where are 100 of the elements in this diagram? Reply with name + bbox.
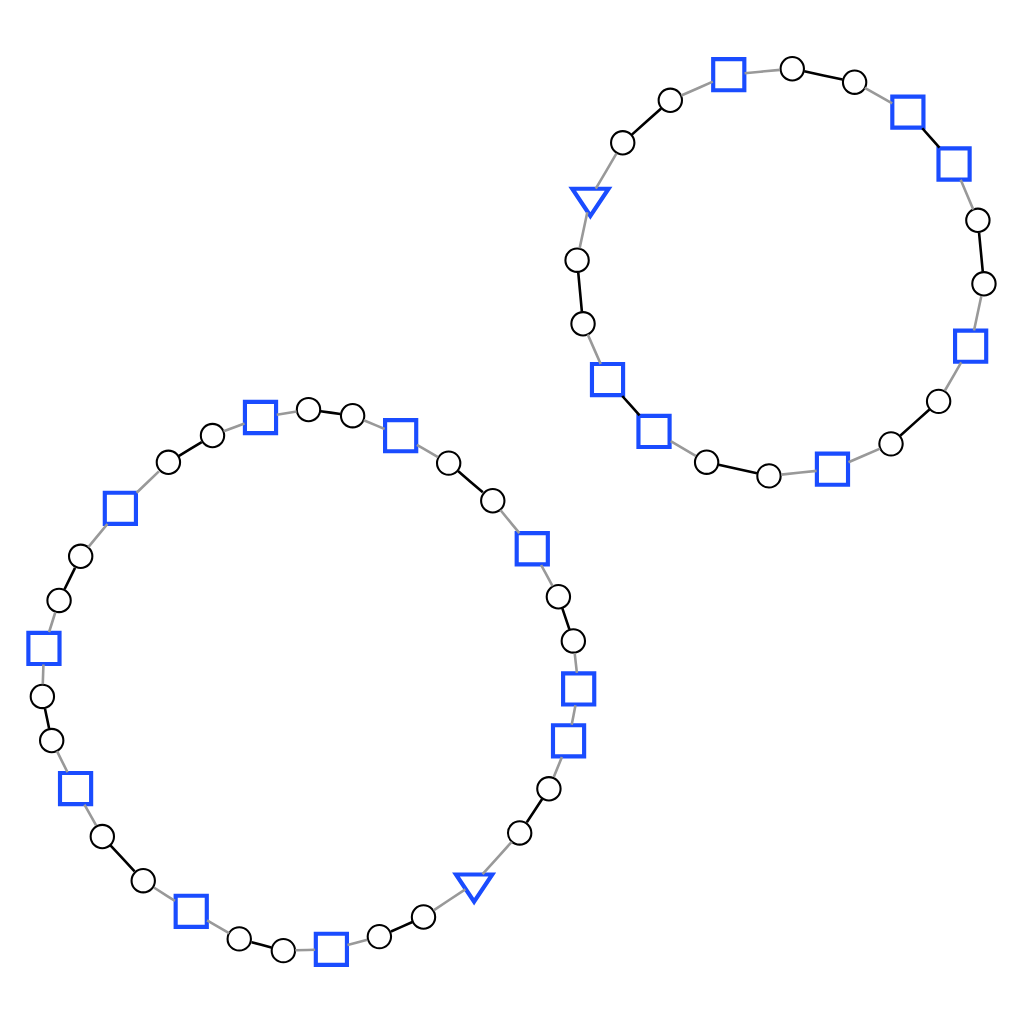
- node-circle: [66, 543, 93, 570]
- connector: [669, 440, 696, 457]
- connector: [717, 463, 757, 475]
- node-circle: [755, 463, 781, 489]
- connector: [620, 395, 640, 417]
- connector: [577, 212, 588, 249]
- connector: [42, 708, 50, 729]
- connector: [958, 179, 974, 210]
- node-circle: [129, 867, 155, 894]
- node-circle: [924, 388, 951, 415]
- connector: [898, 408, 930, 437]
- node-circle: [88, 823, 115, 850]
- node-circle: [535, 776, 561, 802]
- connector: [569, 705, 576, 725]
- node-circle: [294, 396, 321, 423]
- connector: [40, 664, 44, 685]
- connector: [498, 509, 520, 534]
- connector: [551, 756, 563, 778]
- connector: [152, 886, 175, 903]
- node-circle: [840, 69, 867, 95]
- connector: [54, 750, 68, 773]
- connector: [524, 798, 543, 823]
- node-box: [382, 418, 418, 454]
- node-box: [101, 490, 137, 526]
- node-circle: [409, 904, 436, 930]
- node-circle: [544, 584, 571, 610]
- connector: [585, 334, 601, 365]
- connector: [575, 272, 583, 312]
- node-box: [935, 146, 971, 182]
- connector: [86, 523, 108, 548]
- connector: [780, 469, 816, 476]
- node-triangle: [567, 186, 612, 220]
- node-box: [312, 931, 348, 967]
- connector: [976, 232, 984, 272]
- node-circle: [778, 56, 804, 82]
- connector: [559, 607, 570, 630]
- connector: [803, 70, 842, 81]
- connector: [863, 86, 892, 105]
- node-box: [25, 630, 61, 667]
- node-box: [635, 413, 671, 450]
- connector: [176, 440, 202, 458]
- connector: [82, 803, 97, 827]
- node-box: [172, 893, 208, 929]
- node-box: [952, 328, 988, 364]
- connector: [62, 567, 76, 590]
- node-circle: [877, 431, 903, 457]
- connector: [319, 409, 340, 416]
- node-box: [56, 770, 93, 807]
- node-circle: [38, 727, 64, 754]
- connector: [415, 443, 438, 459]
- node-circle: [28, 683, 55, 710]
- node-box: [710, 57, 746, 93]
- node-circle: [269, 937, 296, 964]
- node-circle: [198, 422, 225, 449]
- node-circle: [569, 311, 595, 337]
- node-circle: [563, 247, 589, 273]
- node-circle: [970, 271, 996, 297]
- node-circle: [692, 449, 719, 475]
- node-box: [560, 671, 596, 707]
- connector: [538, 564, 553, 587]
- node-box: [588, 361, 625, 398]
- connector: [362, 419, 385, 431]
- connector: [920, 127, 940, 149]
- connector: [294, 948, 315, 952]
- node-circle: [479, 488, 505, 514]
- connector: [46, 611, 56, 633]
- node-box: [889, 94, 925, 130]
- connector: [275, 410, 296, 417]
- node-box: [549, 723, 586, 759]
- node-circle: [45, 587, 71, 614]
- node-box: [813, 451, 850, 487]
- connector: [971, 295, 982, 331]
- connector: [389, 920, 412, 933]
- connector: [846, 447, 880, 464]
- connector: [743, 68, 780, 75]
- connector: [593, 152, 617, 190]
- node-box: [513, 531, 549, 567]
- node-circle: [559, 628, 586, 654]
- node-circle: [656, 87, 683, 113]
- node-circle: [434, 450, 461, 476]
- connector: [942, 361, 962, 392]
- node-circle: [964, 207, 990, 234]
- connector: [205, 919, 229, 935]
- node-circle: [505, 820, 532, 846]
- connector: [679, 80, 713, 97]
- connector: [134, 470, 159, 494]
- connector: [222, 422, 244, 433]
- node-triangle: [451, 872, 496, 906]
- node-circle: [154, 449, 181, 476]
- connector: [630, 107, 661, 136]
- connector: [108, 844, 135, 873]
- node-circle: [365, 923, 392, 950]
- connector: [480, 840, 512, 875]
- connector: [572, 652, 578, 673]
- node-circle: [609, 130, 635, 156]
- connector: [346, 938, 367, 947]
- connector: [456, 470, 483, 494]
- connector: [250, 940, 271, 949]
- node-box: [241, 399, 278, 436]
- node-circle: [338, 402, 365, 429]
